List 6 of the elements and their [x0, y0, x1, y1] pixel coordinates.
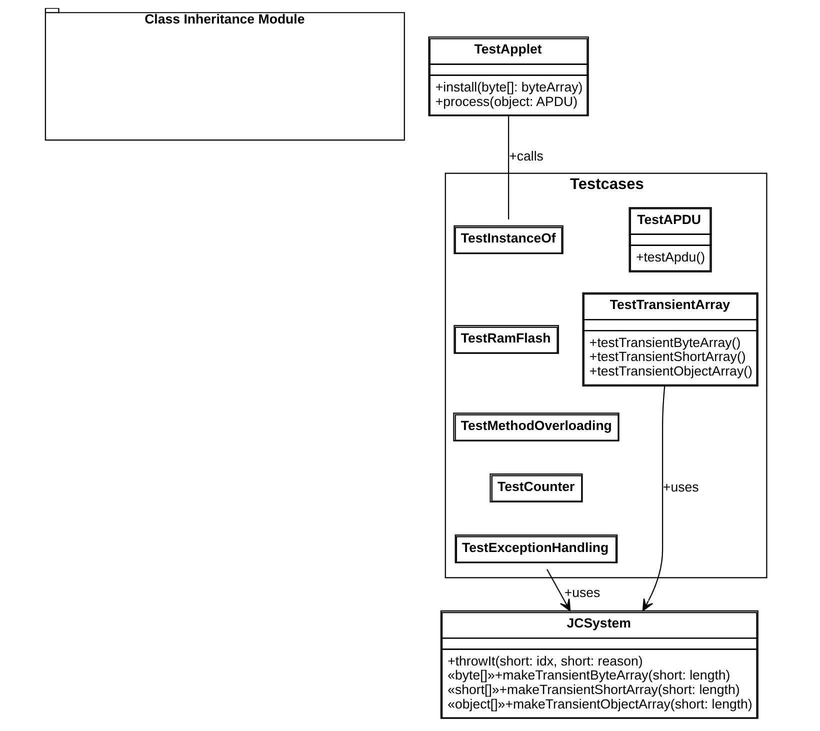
edge-label: +uses: [564, 585, 600, 600]
connector: [508, 116, 509, 220]
arrow: [642, 386, 665, 612]
edge-label: +calls: [508, 148, 543, 164]
arrow: [546, 568, 570, 612]
edge-label: +uses: [662, 479, 698, 494]
